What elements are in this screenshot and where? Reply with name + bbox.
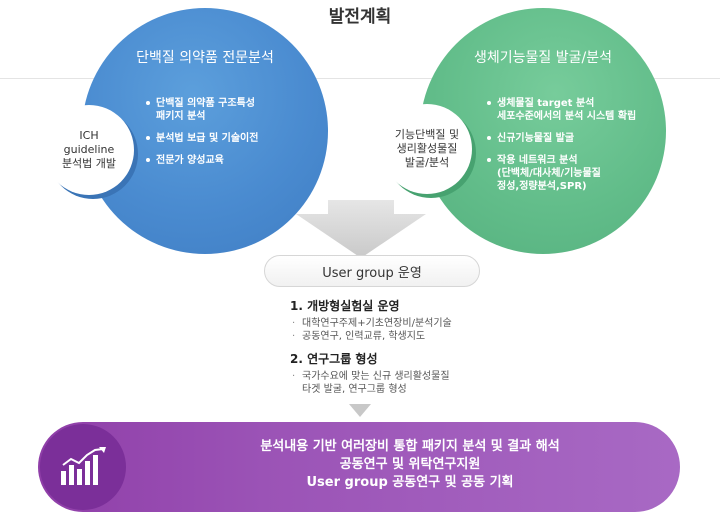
user-group-label: User group 운영 [264, 255, 480, 287]
badge-line: 발굴/분석 [404, 156, 450, 169]
bullet-item: 신규기능물질 발굴 [487, 132, 667, 145]
biofunctional-bullets: 생체물질 target 분석 세포수준에서의 분석 시스템 확립 신규기능물질 … [487, 97, 667, 202]
banner-text: 분석내용 기반 여러장비 통합 패키지 분석 및 결과 해석 공동연구 및 위탁… [150, 438, 670, 492]
banner-icon-circle [40, 424, 126, 510]
bullet-item: 전문가 양성교육 [146, 154, 326, 167]
section-heading: 2. 연구그룹 형성 [290, 352, 378, 366]
protein-drug-bullets: 단백질 의약품 구조특성 패키지 분석 분석법 보급 및 기술이전 전문가 양성… [146, 97, 326, 176]
page-title: 발전계획 [328, 7, 392, 27]
banner-line: 공동연구 및 위탁연구지원 [339, 457, 481, 472]
small-down-arrow-icon [349, 404, 371, 417]
banner-line: 분석내용 기반 여러장비 통합 패키지 분석 및 결과 해석 [260, 439, 560, 454]
bar-line-chart-icon [61, 447, 106, 485]
ich-guideline-badge: ICH guideline 분석법 개발 [44, 105, 134, 195]
divider-line [0, 78, 720, 79]
section-item: 국가수요에 맞는 신규 생리활성물질 타겟 발굴, 연구그룹 형성 [292, 370, 450, 396]
bullet-item: 단백질 의약품 구조특성 패키지 분석 [146, 97, 326, 123]
bioactive-material-badge: 기능단백질 및 생리활성물질 발굴/분석 [382, 104, 472, 194]
down-arrow-icon [296, 200, 426, 258]
protein-drug-analysis-title: 단백질 의약품 전문분석 [136, 50, 274, 66]
bullet-item: 작용 네트워크 분석 (단백체/대사체/기능물질 정성,정량분석,SPR) [487, 154, 667, 193]
bullet-item: 생체물질 target 분석 세포수준에서의 분석 시스템 확립 [487, 97, 667, 123]
section-items: 대학연구주제+기초연장비/분석기술 공동연구, 인력교류, 학생지도 [292, 317, 452, 343]
section-item: 공동연구, 인력교류, 학생지도 [292, 330, 452, 343]
banner-line: User group 공동연구 및 공동 기획 [306, 475, 514, 490]
badge-line: 생리활성물질 [396, 142, 458, 155]
badge-line: ICH [79, 129, 99, 142]
section-item: 대학연구주제+기초연장비/분석기술 [292, 317, 452, 330]
badge-line: 기능단백질 및 [394, 128, 460, 141]
section-heading: 1. 개방형실험실 운영 [290, 299, 400, 313]
biofunctional-material-title: 생체기능물질 발굴/분석 [474, 50, 612, 66]
section-items: 국가수요에 맞는 신규 생리활성물질 타겟 발굴, 연구그룹 형성 [292, 370, 450, 396]
badge-line: 분석법 개발 [61, 157, 117, 170]
summary-banner [38, 422, 680, 512]
badge-line: guideline [63, 143, 115, 156]
bullet-item: 분석법 보급 및 기술이전 [146, 132, 326, 145]
